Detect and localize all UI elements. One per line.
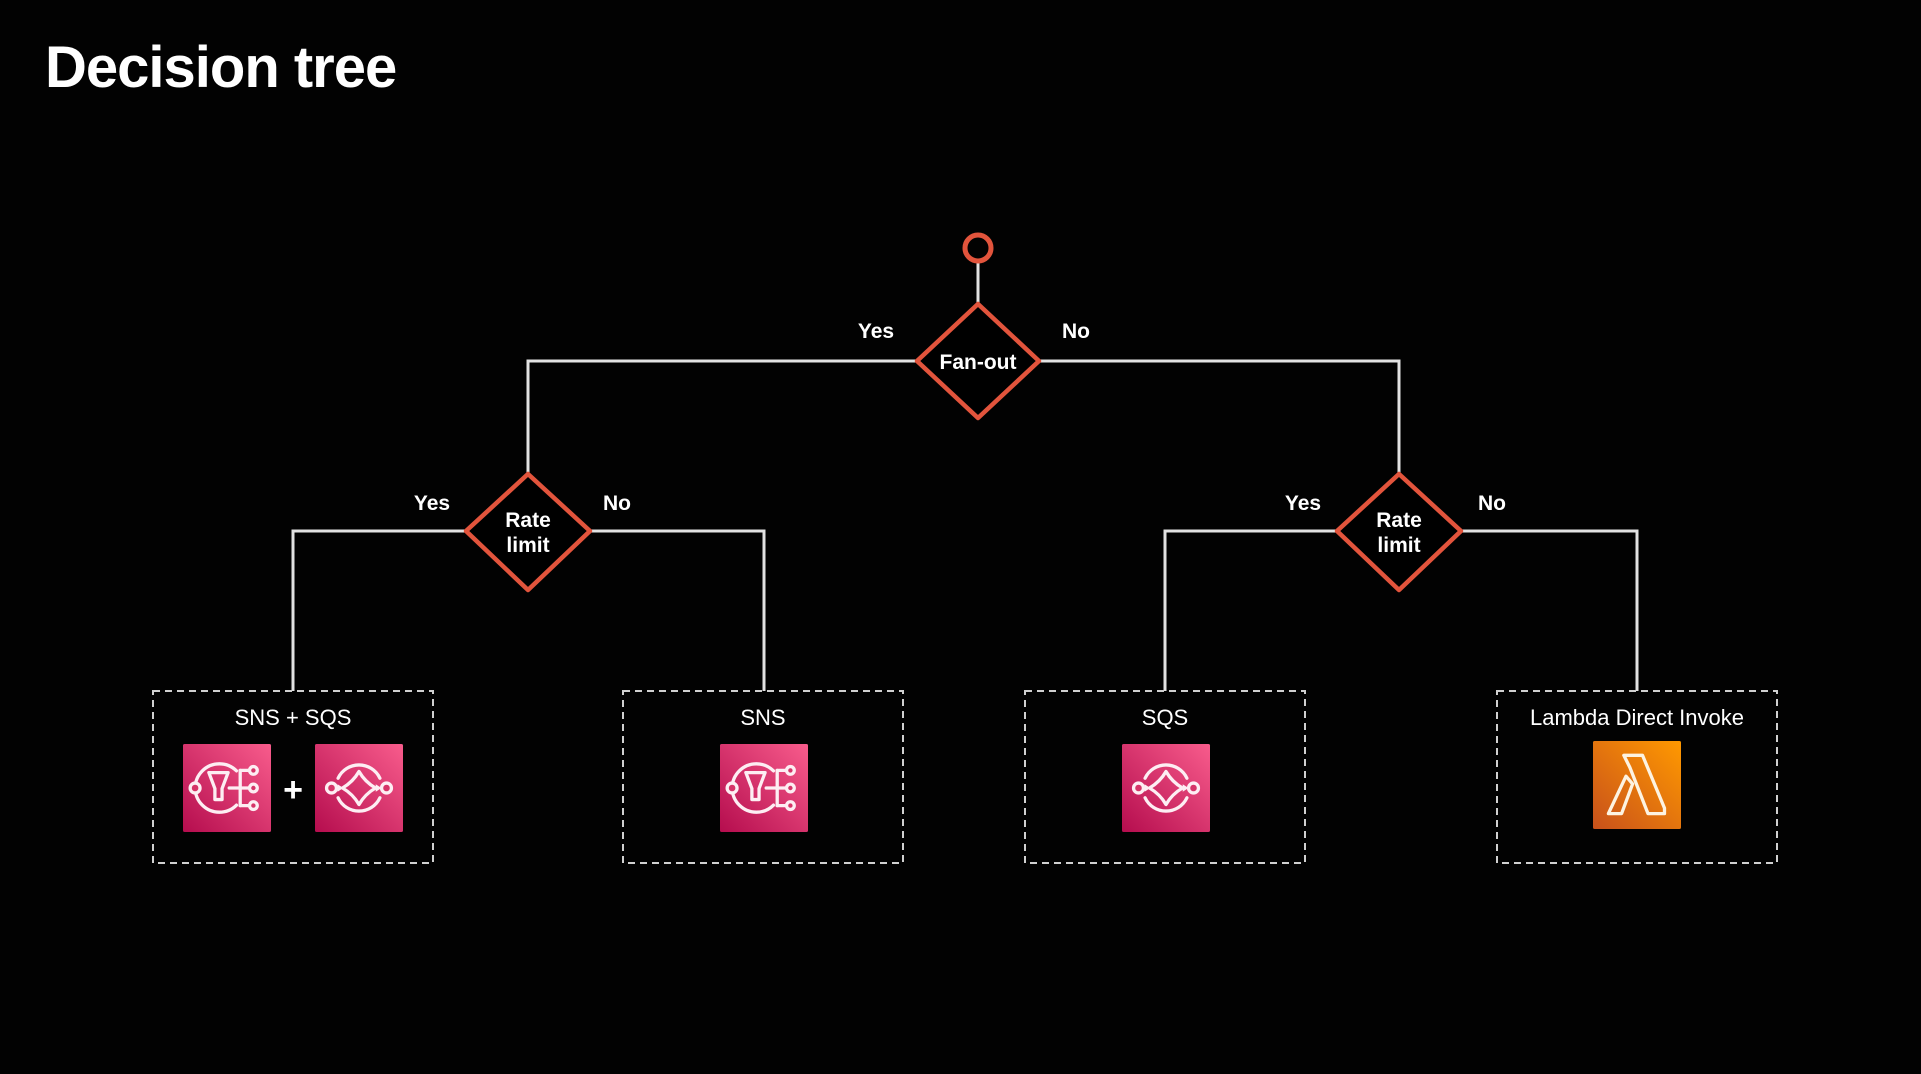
fanout-yes-label: Yes xyxy=(858,320,894,343)
connector-ratelimit-left-yes xyxy=(291,529,466,691)
leaf-box-sqs xyxy=(1024,690,1306,864)
leaf-box-sns-sqs xyxy=(152,690,434,864)
rate-limit-left-label-line1: Rate xyxy=(505,509,551,532)
rate-limit-left-yes-label: Yes xyxy=(414,492,450,515)
rate-limit-left-no-label: No xyxy=(603,492,631,515)
fanout-diamond xyxy=(914,301,1042,421)
page-title: Decision tree xyxy=(45,35,397,100)
rate-limit-right-diamond xyxy=(1334,471,1464,593)
sqs-icon xyxy=(1120,742,1212,834)
leaf-box-sns xyxy=(622,690,904,864)
rate-limit-right-yes-label: Yes xyxy=(1285,492,1321,515)
rate-limit-right-label-line2: limit xyxy=(1377,534,1420,557)
leaf-box-lambda xyxy=(1496,690,1778,864)
leaf-label-sns: SNS xyxy=(740,705,785,730)
fanout-label: Fan-out xyxy=(940,351,1017,374)
leaf-label-sqs: SQS xyxy=(1142,705,1188,730)
rate-limit-right-label-line1: Rate xyxy=(1376,509,1422,532)
rate-limit-left-diamond xyxy=(463,471,593,593)
rate-limit-right-no-label: No xyxy=(1478,492,1506,515)
rate-limit-left-label-line2: limit xyxy=(506,534,549,557)
lambda-icon xyxy=(1591,739,1683,831)
leaf-label-lambda: Lambda Direct Invoke xyxy=(1530,705,1744,730)
fanout-no-label: No xyxy=(1062,320,1090,343)
sns-icon xyxy=(718,742,810,834)
connector-ratelimit-right-yes xyxy=(1163,529,1337,691)
connector-ratelimit-right-no xyxy=(1461,529,1639,691)
leaf-label-sns-sqs: SNS + SQS xyxy=(235,705,352,730)
plus-sign: + xyxy=(283,771,303,809)
start-node-circle xyxy=(962,232,994,264)
connector-fanout-yes xyxy=(526,359,917,476)
connector-fanout-no xyxy=(1039,359,1401,476)
sqs-icon xyxy=(313,742,405,834)
connector-ratelimit-left-no xyxy=(590,529,766,691)
sns-icon xyxy=(181,742,273,834)
